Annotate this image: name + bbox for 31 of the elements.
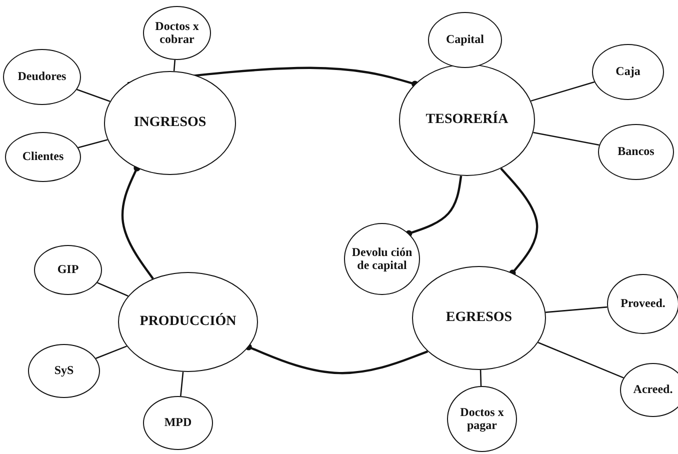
node-title: PRODUCCIÓN (140, 314, 236, 330)
connector-line (97, 282, 128, 297)
node-label: SyS (54, 364, 74, 378)
node-label: Bancos (618, 145, 654, 159)
node-label: Doctos x pagar (459, 406, 505, 432)
connector-line (96, 346, 127, 360)
node-label: Clientes (22, 150, 64, 164)
ellipse-node (34, 245, 102, 295)
connector-line (530, 81, 595, 102)
node-label: Proveed. (620, 297, 666, 311)
node-label: Doctos x cobrar (154, 20, 200, 46)
node-label: Caja (616, 65, 640, 79)
node-label: Devolu ción de capital (350, 246, 414, 272)
node-title: EGRESOS (446, 310, 512, 326)
node-title: TESORERÍA (426, 112, 508, 128)
connector-line (76, 88, 110, 102)
ellipse-node (620, 363, 678, 417)
node-label: Deudores (18, 70, 66, 84)
connector-line (78, 139, 108, 148)
connector-line (538, 342, 624, 378)
ellipse-node (28, 344, 100, 398)
connector-line (546, 306, 608, 313)
node-title: INGRESOS (134, 115, 206, 131)
node-label: GIP (57, 263, 79, 277)
connector-line (480, 370, 482, 386)
node-label: MPD (164, 416, 192, 430)
connector-line (180, 372, 184, 396)
connector-line (533, 132, 600, 146)
node-label: Acreed. (633, 383, 673, 397)
connector-line (173, 60, 176, 72)
node-label: Capital (446, 33, 484, 47)
